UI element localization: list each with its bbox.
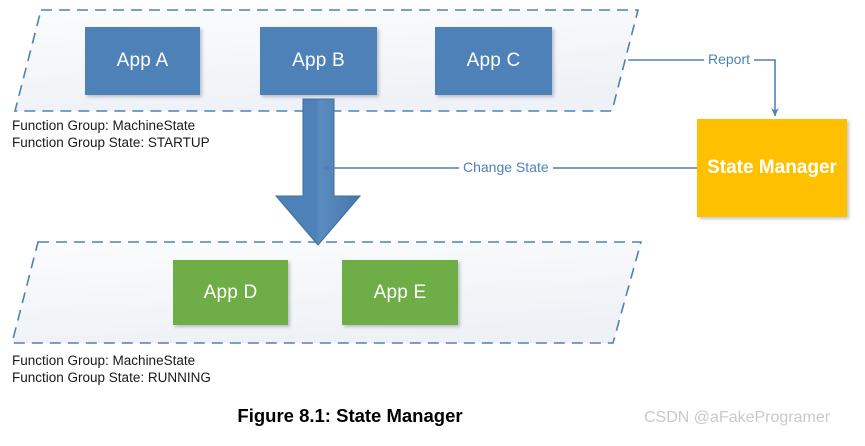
state-manager-box[interactable]: State Manager [697, 119, 847, 217]
running-function-group-line: Function Group: MachineState [12, 353, 196, 368]
app-box-label: App C [466, 50, 521, 71]
watermark: CSDN @aFakeProgramer [644, 409, 831, 426]
running-group-labels: Function Group: MachineState Function Gr… [12, 352, 211, 386]
app-box-app-b[interactable]: App B [260, 27, 377, 95]
startup-function-group-line: Function Group: MachineState [12, 118, 196, 133]
app-box-app-a[interactable]: App A [85, 27, 200, 95]
app-box-label: App B [292, 50, 345, 71]
startup-group-labels: Function Group: MachineState Function Gr… [12, 117, 210, 151]
running-function-group-state-line: Function Group State: RUNNING [12, 370, 211, 385]
running-group-container [10, 241, 643, 344]
app-box-label: App E [373, 281, 427, 303]
startup-function-group-state-line: Function Group State: STARTUP [12, 135, 210, 150]
figure-caption: Figure 8.1: State Manager [237, 405, 463, 426]
transition-arrow [274, 98, 362, 246]
report-edge-label: Report [704, 51, 755, 67]
app-box-label: App D [203, 281, 258, 303]
change-state-edge-label: Change State [459, 159, 553, 175]
app-box-label: App A [116, 50, 169, 71]
app-box-app-e[interactable]: App E [342, 260, 458, 325]
app-box-app-c[interactable]: App C [435, 27, 552, 95]
app-box-app-d[interactable]: App D [173, 260, 288, 325]
report-connector [628, 59, 779, 117]
state-manager-label: State Manager [707, 157, 837, 178]
